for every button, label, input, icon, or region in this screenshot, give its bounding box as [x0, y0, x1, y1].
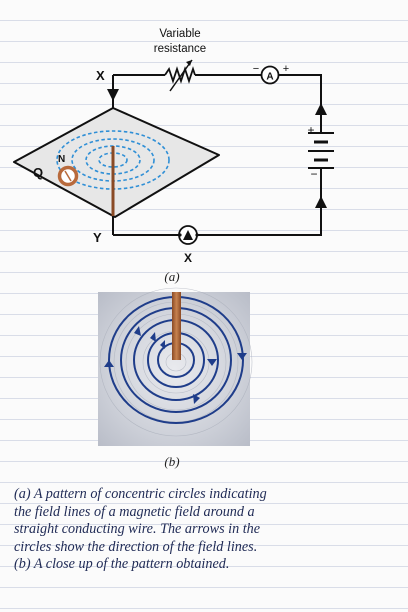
point-x-label: X	[96, 68, 105, 83]
circuit-diagram: Variable resistance A − + + −	[13, 28, 334, 284]
panel-a-label: (a)	[164, 269, 179, 284]
battery-minus: −	[310, 167, 317, 181]
field-direction-arrows	[104, 326, 247, 404]
plug-key	[178, 225, 199, 245]
compass-label: N	[58, 154, 65, 165]
plane-label: Q	[33, 165, 43, 180]
caption-line: circles show the direction of the field …	[14, 538, 258, 555]
battery	[308, 126, 334, 172]
magnetic-field-diagram: Variable resistance A − + + −	[13, 28, 334, 469]
caption-line: the field lines of a magnetic field arou…	[14, 503, 255, 520]
cardboard-plane	[13, 107, 220, 218]
current-arrow-down	[107, 89, 119, 101]
current-arrow-up-top	[315, 103, 327, 115]
battery-plus: +	[307, 123, 314, 137]
panel-b-label: (b)	[164, 454, 179, 469]
current-arrow-up-bottom	[315, 196, 327, 208]
copper-wire-b	[172, 292, 181, 360]
caption-line: straight conducting wire. The arrows in …	[14, 521, 261, 538]
ammeter-minus: −	[253, 63, 259, 75]
ammeter-plus: +	[283, 63, 289, 75]
resistor-label-line1: Variable	[159, 28, 200, 40]
figure-caption: (a) A pattern of concentric circles indi…	[14, 486, 398, 574]
resistor-label-line2: resistance	[154, 43, 206, 55]
caption-line: (a) A pattern of concentric circles indi…	[14, 486, 267, 502]
ammeter-label: A	[266, 72, 273, 83]
key-label: X	[184, 251, 192, 265]
ammeter: A − +	[253, 63, 289, 85]
variable-resistor	[164, 59, 196, 92]
iron-filings-photo: (b)	[98, 287, 253, 469]
compass	[57, 165, 79, 187]
point-y-label: Y	[93, 230, 102, 245]
caption-line: (b) A close up of the pattern obtained.	[14, 556, 230, 573]
